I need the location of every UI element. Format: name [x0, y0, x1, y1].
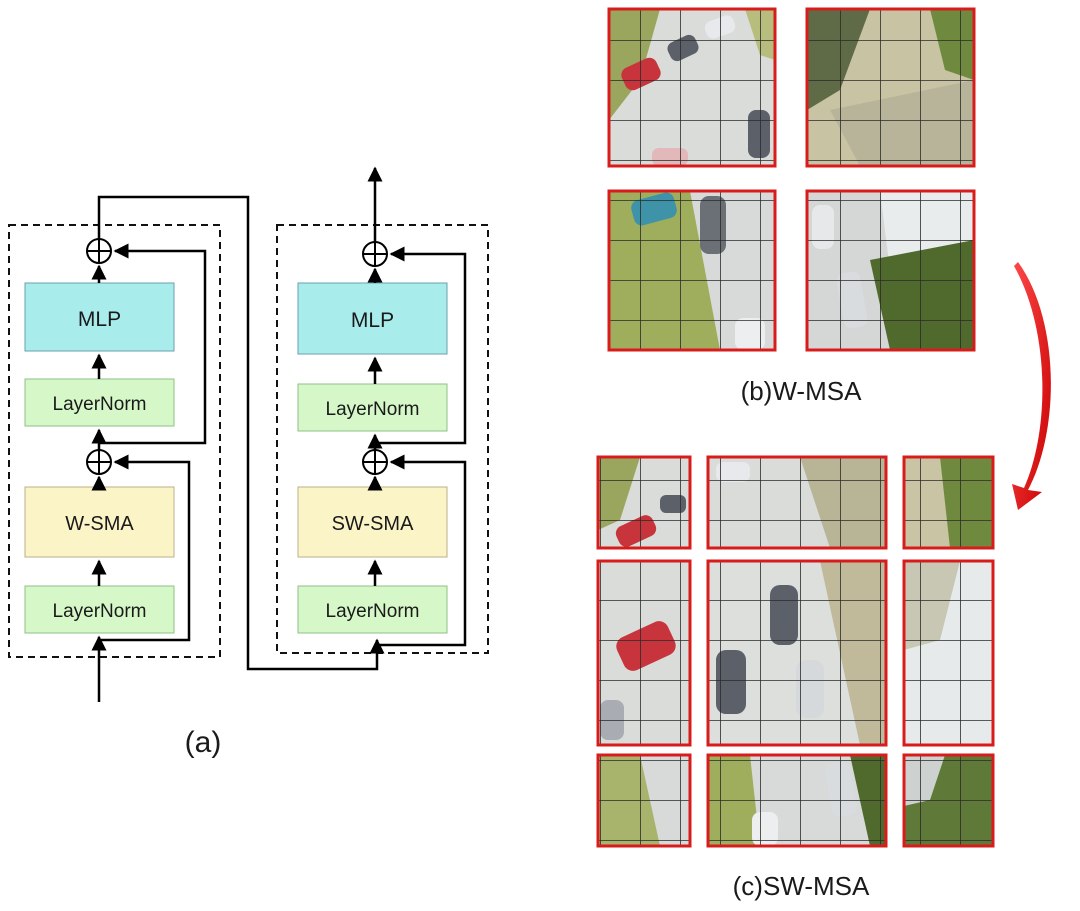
block1-layernorm-bottom-label: LayerNorm [53, 601, 147, 622]
swmsa-window-r1c1 [596, 455, 692, 550]
block2-mlp-label: MLP [351, 309, 394, 332]
block2-arrows [367, 166, 467, 647]
block1-attention-box [24, 486, 175, 558]
block1-arrows [91, 195, 385, 702]
block1-add-node-top [86, 238, 112, 264]
panel-b: (b)W-MSA [607, 7, 976, 406]
block2-add-node-bottom [362, 449, 388, 475]
panel-a: MLP LayerNorm W-SMA LayerNorm [8, 166, 489, 759]
block2-layernorm-bottom-label: LayerNorm [326, 601, 420, 622]
block1-layernorm-bottom-box [24, 585, 175, 634]
block1-add-node-bottom [86, 449, 112, 475]
swmsa-window-r2c3 [902, 559, 995, 747]
swmsa-window-r1c2 [706, 455, 888, 550]
block1-layernorm-top-box [24, 378, 175, 427]
shift-arrow [1012, 262, 1051, 510]
panel-c: (c)SW-MSA [596, 455, 995, 901]
panel-c-caption: (c)SW-MSA [733, 871, 870, 901]
block2-add-node-top [362, 241, 388, 267]
panel-b-caption: (b)W-MSA [741, 376, 863, 406]
block2-layernorm-top-box [297, 383, 448, 432]
block2-mlp-box [297, 282, 448, 355]
swmsa-window-r3c2 [706, 753, 888, 848]
swmsa-window-r3c3 [902, 753, 995, 848]
block1-mlp-box [24, 282, 175, 352]
swmsa-window-r2c1 [596, 559, 692, 747]
wmsa-window-bottom-right [805, 189, 976, 352]
wmsa-window-top-right [805, 7, 976, 168]
block1-attention-label: W-SMA [65, 513, 134, 535]
panel-a-caption: (a) [185, 726, 222, 759]
wmsa-window-bottom-left [607, 189, 777, 352]
block1-layernorm-top-label: LayerNorm [53, 394, 147, 415]
swmsa-window-r1c3 [902, 455, 995, 550]
swmsa-window-r2c2 [706, 559, 888, 747]
swmsa-window-r3c1 [596, 753, 692, 848]
wmsa-window-top-left [607, 7, 777, 168]
block2-attention-label: SW-SMA [332, 513, 415, 535]
block2-layernorm-bottom-box [297, 585, 448, 634]
block2-layernorm-top-label: LayerNorm [326, 399, 420, 420]
block1-dashed-frame [8, 224, 221, 658]
block1-mlp-label: MLP [78, 308, 121, 331]
